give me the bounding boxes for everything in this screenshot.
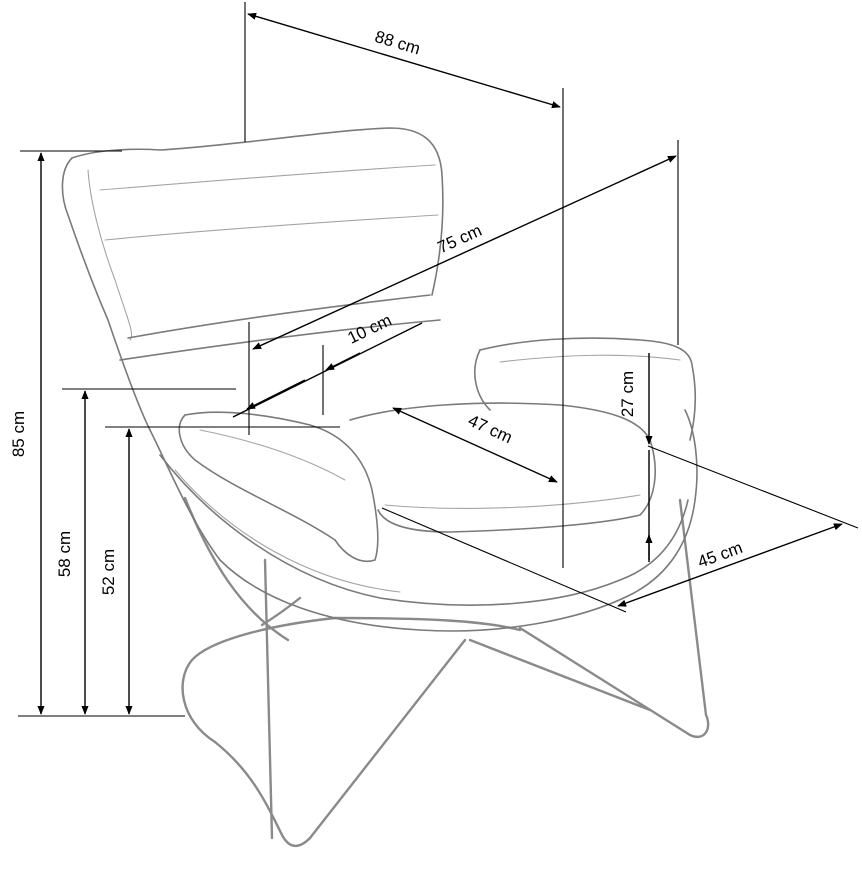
dimension-line-depth-diagonal [252, 155, 677, 350]
dimension-line-width-top [247, 12, 561, 109]
label-armrest-floor-height: 58 cm [55, 531, 74, 577]
arrow-backrest-left [246, 379, 306, 410]
left-armrest-cushion [178, 411, 379, 562]
label-seat-depth: 47 cm [465, 411, 515, 447]
extension-line [381, 507, 627, 613]
label-backrest-thickness: 10 cm [345, 310, 395, 347]
dimension-line-seat-depth [392, 407, 558, 483]
right-armrest-cushion [474, 337, 697, 441]
extension-line [647, 445, 859, 529]
wire-base [181, 496, 710, 848]
label-seat-height: 52 cm [99, 549, 118, 595]
label-armrest-height: 27 cm [618, 371, 637, 417]
arrow-backrest-right [325, 352, 361, 371]
chair-drawing [61, 127, 710, 848]
label-seat-width: 45 cm [695, 538, 745, 572]
dimension-line-seat-width [617, 523, 843, 607]
backrest-cushion [61, 127, 444, 431]
label-total-height: 85 cm [9, 411, 28, 457]
dimension-annotations: 88 cm 75 cm 10 cm 47 cm 27 cm 45 cm 85 [9, 2, 859, 717]
seat-cushion [349, 402, 656, 533]
